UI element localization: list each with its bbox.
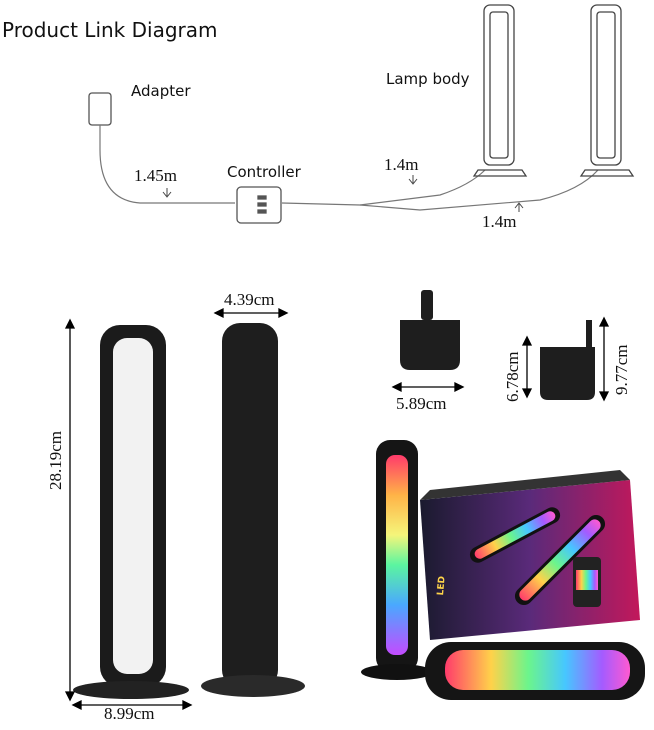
lamp-body-icon [472,4,635,177]
adapter-label: Adapter [131,82,191,100]
lamp-front-drawing [73,325,189,699]
box-brand-text: LED [436,575,448,596]
lamp1-cable-length: 1.4m [384,155,419,174]
lamp-height-dimension: 28.19cm [46,430,65,490]
arrow-icons [162,175,524,212]
holder-drawings [400,290,595,400]
base-width-dimension: 8.99cm [104,704,155,723]
controller-label: Controller [227,163,301,181]
product-photo [361,440,645,700]
lamp-body-label: Lamp body [386,70,470,88]
cables [99,125,599,211]
holder-tall-height-dimension: 9.77cm [612,344,631,395]
lamp-side-drawing [201,323,305,697]
controller-icon [236,186,282,224]
lamp-depth-dimension: 4.39cm [224,290,275,309]
adapter-cable-length: 1.45m [134,166,177,185]
dimension-arrows [64,307,610,711]
page-title: Product Link Diagram [2,18,218,42]
lamp2-cable-length: 1.4m [482,212,517,231]
holder-width-dimension: 5.89cm [396,394,447,413]
holder-small-height-dimension: 6.78cm [503,351,522,402]
adapter-icon [88,92,112,126]
